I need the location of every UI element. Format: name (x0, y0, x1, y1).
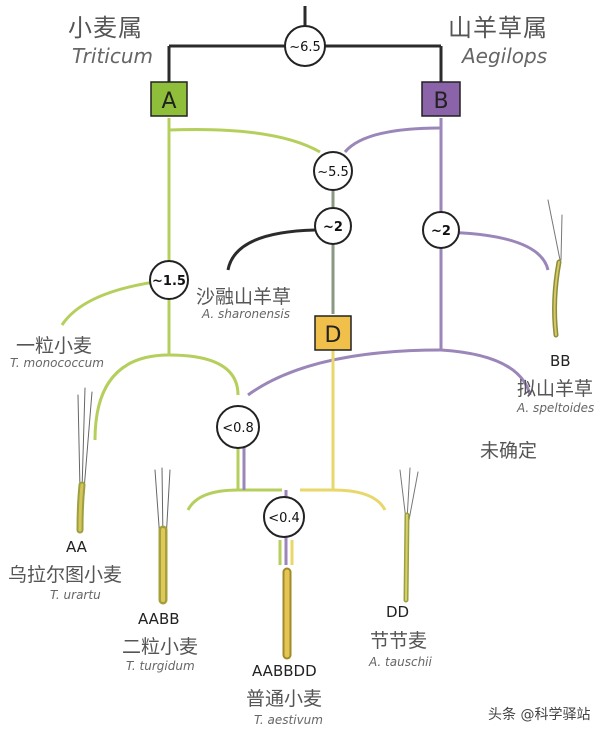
tauschii-spike-illustration (399, 467, 419, 603)
monococcum-lat: T. monococcum (10, 356, 104, 370)
genome-box-d: D (314, 315, 352, 351)
genome-box-b-label: B (433, 89, 448, 114)
genus-triticum-cn: 小麦属 (68, 14, 143, 42)
tauschii-genome: DD (386, 603, 410, 621)
sharonensis-lat: A. sharonensis (202, 307, 290, 321)
urartu-cn: 乌拉尔图小麦 (8, 564, 123, 586)
genus-aegilops-lat: Aegilops (462, 44, 548, 68)
node-ab-mix: ~5.5 (313, 151, 353, 191)
turgidum-lat: T. turgidum (126, 659, 195, 673)
genome-box-d-label: D (325, 323, 342, 348)
aestivum-cn: 普通小麦 (246, 688, 323, 710)
node-root: ~6.5 (284, 25, 326, 67)
b-lineage (242, 118, 550, 540)
aestivum-lat: T. aestivum (254, 713, 323, 727)
node-a-split: ~1.5 (149, 260, 189, 300)
genus-triticum-lat: Triticum (72, 44, 153, 68)
node-d-split-label: ~2 (323, 220, 343, 235)
turgidum-spike-illustration (154, 467, 171, 605)
node-b-split: ~2 (422, 211, 460, 249)
tauschii-lat: A. tauschii (369, 655, 432, 669)
node-d-split: ~2 (314, 207, 352, 245)
aestivum-genome: AABBDD (252, 662, 317, 680)
urartu-genome: AA (66, 538, 87, 556)
speltoides-genome: BB (550, 352, 571, 370)
urartu-lat: T. urartu (50, 588, 101, 602)
speltoides-lat: A. speltoides (517, 401, 595, 415)
sharonensis-cn: 沙融山羊草 (196, 286, 292, 308)
turgidum-cn: 二粒小麦 (122, 636, 199, 658)
urartu-spike-illustration (76, 387, 93, 534)
d-lineage (290, 350, 387, 565)
speltoides-cn: 拟山羊草 (517, 378, 594, 400)
sharonensis-branch (226, 228, 316, 271)
watermark: 头条 @科学驿站 (488, 707, 591, 723)
node-root-label: ~6.5 (289, 40, 321, 55)
undetermined-cn: 未确定 (480, 440, 538, 462)
node-ab-mix-label: ~5.5 (317, 165, 349, 180)
tauschii-cn: 节节麦 (370, 630, 428, 652)
monococcum-cn: 一粒小麦 (16, 335, 93, 357)
speltoides-spike-illustration (547, 199, 563, 338)
node-b-split-label: ~2 (431, 224, 451, 239)
node-hexaploid: <0.4 (263, 496, 305, 538)
genome-box-a: A (150, 81, 188, 117)
genome-box-b: B (421, 81, 461, 117)
node-tetraploid: <0.8 (216, 405, 260, 449)
node-hexaploid-label: <0.4 (268, 511, 300, 526)
genome-box-a-label: A (161, 89, 176, 114)
genus-aegilops-cn: 山羊草属 (448, 14, 548, 42)
turgidum-genome: AABB (138, 610, 180, 628)
node-tetraploid-label: <0.8 (222, 421, 254, 436)
node-a-split-label: ~1.5 (152, 274, 186, 289)
